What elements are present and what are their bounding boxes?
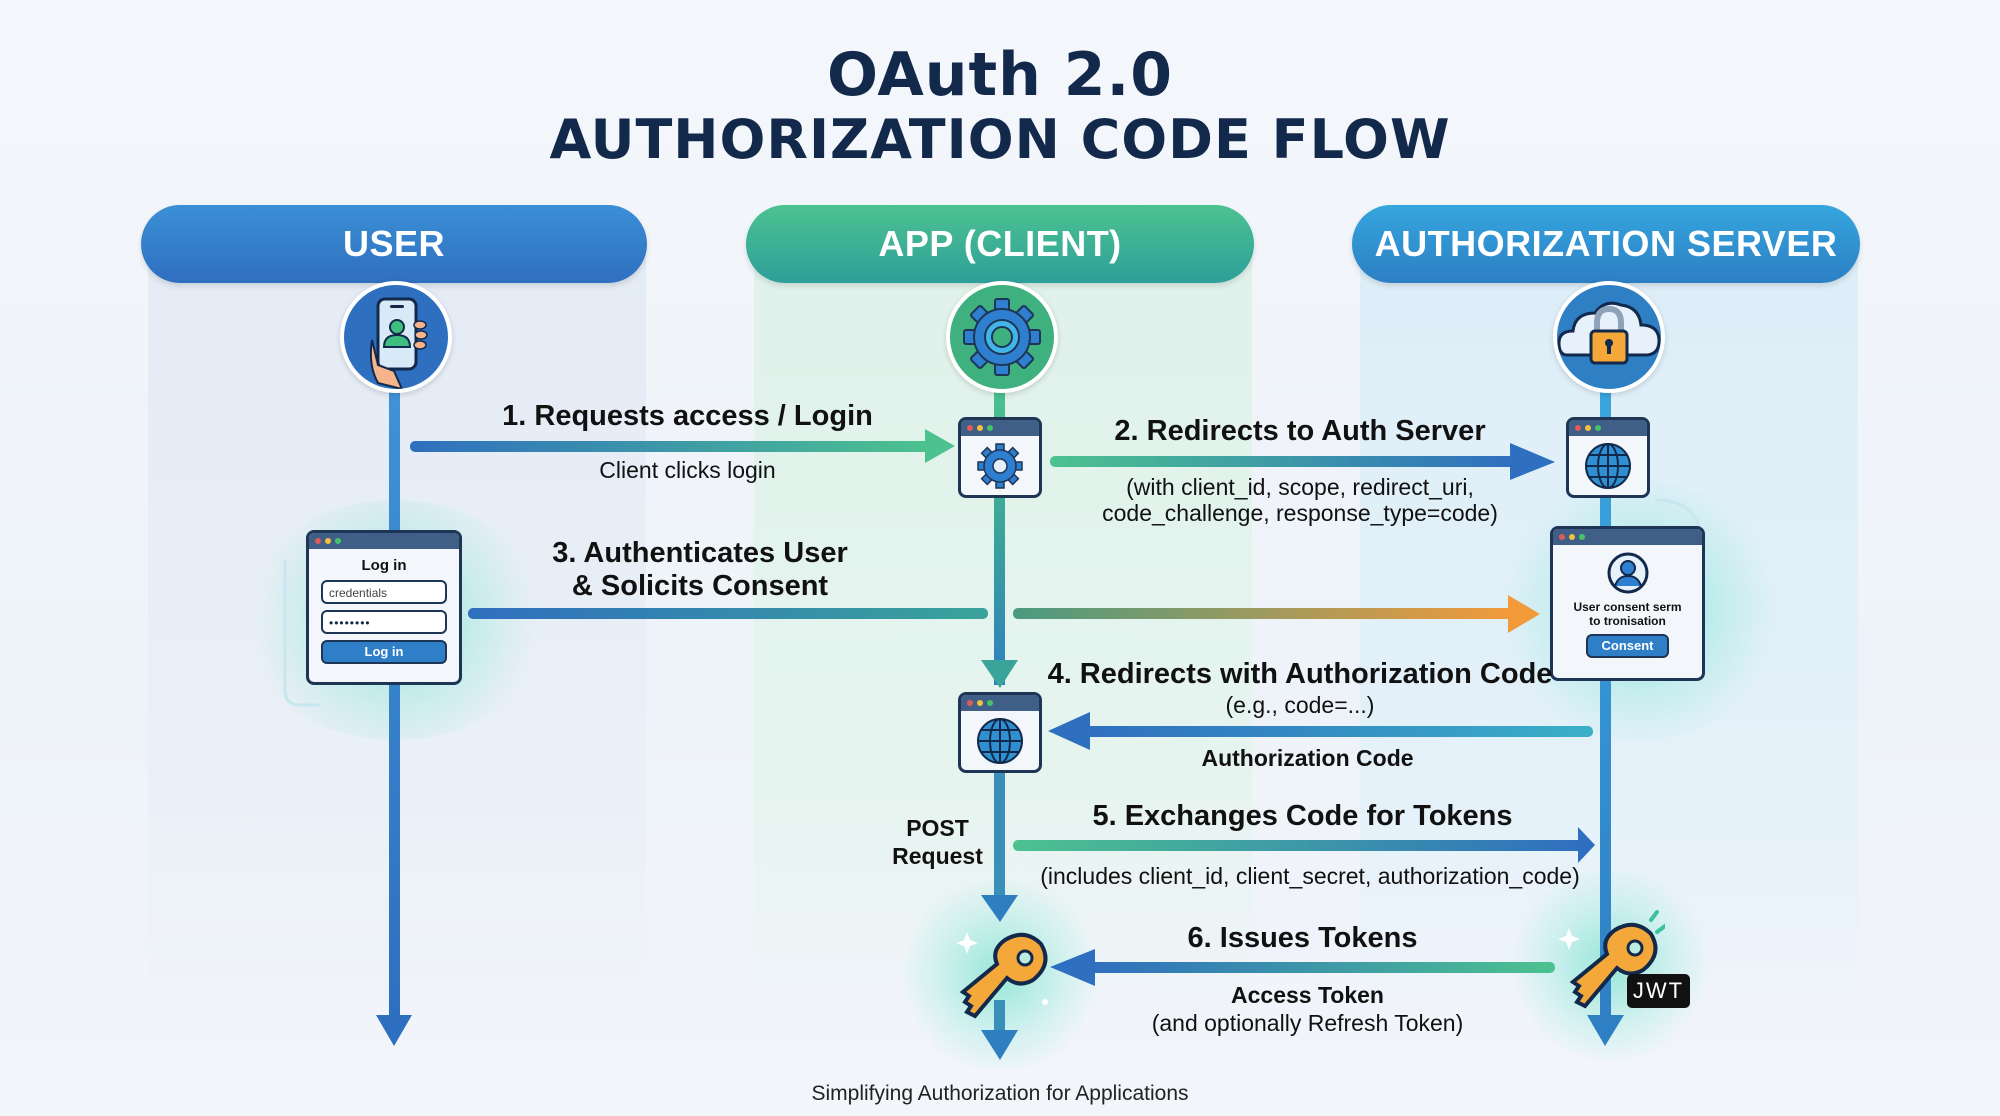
client-key-icon	[956, 932, 1048, 1019]
step1-label: 1. Requests access / Login	[502, 400, 873, 432]
server-key-icon	[1558, 910, 1665, 1009]
login-window-title: Log in	[361, 557, 407, 574]
app-lifeline-arrowhead-2	[981, 895, 1018, 922]
app-lifeline-bottom	[994, 1000, 1005, 1030]
app-lifeline-top	[994, 385, 1005, 685]
user-lifeline-arrowhead	[376, 1015, 412, 1046]
step4-sub2: Authorization Code	[1201, 745, 1414, 771]
app-lifeline-mid	[994, 770, 1005, 900]
step4-arrowhead	[1048, 712, 1090, 750]
app-avatar	[946, 281, 1058, 393]
user-lifeline	[389, 385, 400, 1015]
phone-user-icon	[369, 297, 428, 389]
step3-arrow-shaft-b	[1013, 608, 1513, 619]
globe-icon	[977, 718, 1023, 764]
login-window: Log in credentials •••••••• Log in	[306, 530, 462, 685]
user-avatar	[340, 281, 452, 393]
lane-header-app: APP (CLIENT)	[746, 205, 1254, 283]
step5-note-line1: POST	[906, 815, 969, 841]
app-browser-window	[958, 417, 1042, 498]
step6-sub-line1: Access Token	[1231, 982, 1384, 1008]
step5-label: 5. Exchanges Code for Tokens	[1092, 800, 1513, 832]
step5-arrow-shaft	[1013, 840, 1583, 851]
step3-label-line1: 3. Authenticates User	[552, 537, 848, 569]
consent-text-line2: to tronisation	[1589, 614, 1666, 628]
step3-label-line2: & Solicits Consent	[571, 570, 829, 602]
consent-text-line1: User consent serm	[1573, 600, 1682, 614]
step3-arrowhead	[1508, 595, 1540, 633]
step5-sub: (includes client_id, client_secret, auth…	[1040, 863, 1580, 889]
step1-sub: Client clicks login	[599, 457, 776, 483]
auth-avatar	[1553, 281, 1665, 393]
step4-sub: (e.g., code=...)	[1225, 692, 1375, 718]
auth-lifeline	[1600, 385, 1611, 1015]
step5-arrowhead	[1578, 827, 1595, 863]
login-bracket	[283, 560, 320, 707]
globe-icon	[1585, 443, 1631, 489]
user-avatar-icon	[1553, 551, 1702, 600]
login-button[interactable]: Log in	[321, 640, 447, 664]
gear-icon	[977, 443, 1023, 489]
app-redirect-window	[958, 692, 1042, 773]
username-field[interactable]: credentials	[321, 580, 447, 604]
cloud-lock-icon	[1557, 301, 1661, 365]
footer-caption: Simplifying Authorization for Applicatio…	[811, 1082, 1189, 1105]
consent-button[interactable]: Consent	[1586, 634, 1669, 658]
step2-arrowhead	[1510, 443, 1555, 480]
step4-arrow-shaft	[1085, 726, 1593, 737]
jwt-badge: JWT	[1627, 974, 1690, 1008]
auth-browser-window	[1566, 417, 1650, 498]
diagram-title-line2: AUTHORIZATION CODE FLOW	[549, 108, 1451, 171]
lane-header-user: USER	[141, 205, 647, 283]
step6-arrow-shaft	[1090, 962, 1555, 973]
step2-sub-line1: (with client_id, scope, redirect_uri,	[1126, 474, 1474, 500]
app-lifeline-arrowhead-1	[981, 660, 1018, 688]
diagram-title-line1: OAuth 2.0	[826, 40, 1174, 110]
lane-header-auth: AUTHORIZATION SERVER	[1352, 205, 1860, 283]
gear-icon	[963, 298, 1041, 376]
app-lifeline-arrowhead-3	[981, 1030, 1018, 1060]
step2-label: 2. Redirects to Auth Server	[1114, 415, 1486, 447]
step6-label: 6. Issues Tokens	[1187, 922, 1418, 954]
step4-label: 4. Redirects with Authorization Code	[1047, 658, 1553, 690]
step6-arrowhead	[1050, 949, 1095, 986]
step1-arrow-shaft	[410, 441, 930, 452]
step1-arrowhead	[925, 429, 955, 463]
password-field[interactable]: ••••••••	[321, 610, 447, 634]
step5-note-line2: Request	[892, 843, 983, 869]
step2-arrow-shaft	[1050, 456, 1515, 467]
consent-window: User consent serm to tronisation Consent	[1550, 526, 1705, 681]
step2-sub-line2: code_challenge, response_type=code)	[1102, 500, 1498, 526]
step3-arrow-shaft-a	[468, 608, 988, 619]
auth-lifeline-arrowhead	[1587, 1015, 1624, 1046]
step6-sub-line2: (and optionally Refresh Token)	[1151, 1010, 1464, 1036]
